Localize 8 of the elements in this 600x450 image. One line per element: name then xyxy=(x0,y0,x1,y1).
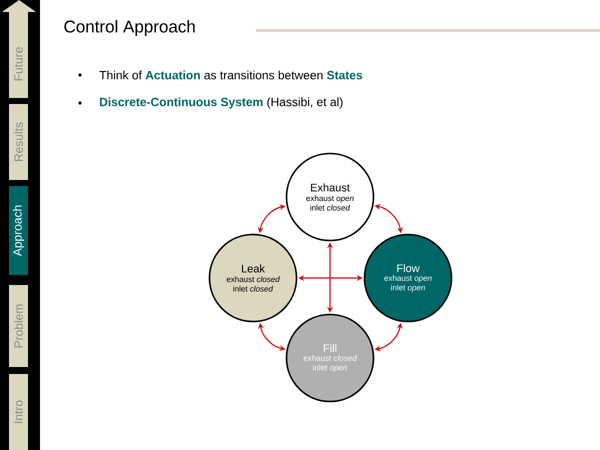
bullet-text: Discrete-Continuous System (Hassibi, et al) xyxy=(100,97,342,109)
nav-tab: Approach xyxy=(9,186,28,275)
nav-tab: Problem xyxy=(9,285,28,367)
title: Control Approach xyxy=(64,20,195,36)
nav-tab: Intro xyxy=(9,374,28,450)
nav-tab: Results xyxy=(9,104,28,180)
bullet-text: Think of Actuation as transitions between States xyxy=(99,70,362,80)
nav-tab: Future xyxy=(2,0,36,98)
